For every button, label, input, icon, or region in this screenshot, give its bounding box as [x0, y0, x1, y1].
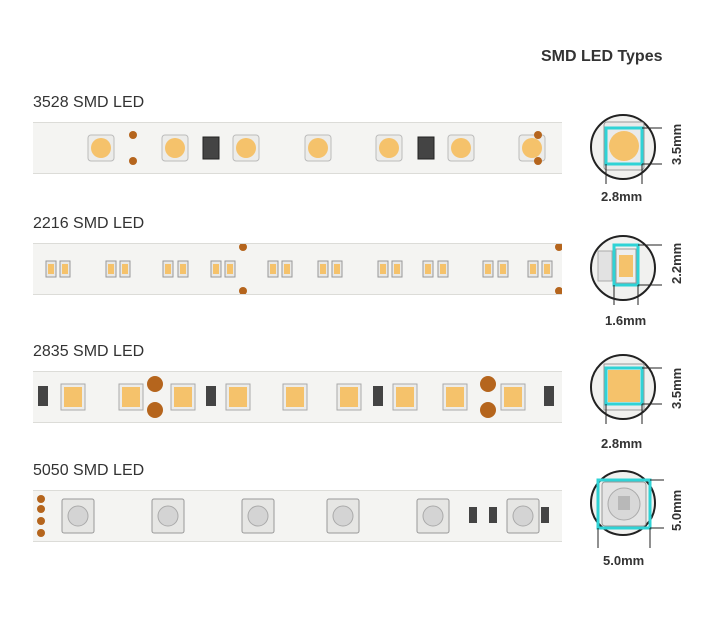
solder-pad — [480, 402, 496, 418]
led-chip — [64, 387, 82, 407]
led-chip — [332, 505, 354, 527]
led-chip — [229, 387, 247, 407]
led-detail-2835 — [590, 350, 690, 442]
dim-width-2216: 1.6mm — [605, 313, 647, 328]
dim-width-3528: 2.8mm — [601, 189, 643, 204]
led-chip — [522, 138, 542, 158]
resistor — [38, 386, 48, 406]
led-chip — [512, 505, 534, 527]
led-chip — [504, 387, 522, 407]
solder-pad — [129, 157, 137, 165]
led-chip — [122, 387, 140, 407]
led-chip — [236, 138, 256, 158]
led-chip — [180, 264, 186, 274]
dim-width-2835: 2.8mm — [601, 436, 643, 451]
resistor — [202, 136, 220, 160]
dim-height-2216: 2.2mm — [669, 242, 684, 284]
solder-pad — [534, 131, 542, 139]
led-chip — [227, 264, 233, 274]
led-chip — [213, 264, 219, 274]
led-chip — [286, 387, 304, 407]
led-chip — [91, 138, 111, 158]
dim-height-2835: 3.5mm — [669, 367, 684, 409]
row-label-3528: 3528 SMD LED — [33, 94, 145, 111]
led-chip — [485, 264, 491, 274]
led-chip — [500, 264, 506, 274]
resistor — [469, 507, 477, 523]
led-chip — [174, 387, 192, 407]
led-chip — [108, 264, 114, 274]
solder-pad — [129, 131, 137, 139]
dim-height-5050: 5.0mm — [669, 489, 684, 531]
led-chip — [67, 505, 89, 527]
row-label-2216: 2216 SMD LED — [33, 215, 145, 232]
led-detail-2216 — [590, 231, 690, 323]
led-chip — [446, 387, 464, 407]
led-chip — [270, 264, 276, 274]
solder-pad — [239, 287, 247, 294]
dim-width-5050: 5.0mm — [603, 553, 645, 568]
led-chip — [165, 138, 185, 158]
dim-height-3528: 3.5mm — [669, 123, 684, 165]
led-chip — [308, 138, 328, 158]
led-strip-2835 — [33, 371, 562, 423]
solder-pad — [534, 157, 542, 165]
led-chip — [284, 264, 290, 274]
solder-pad — [37, 517, 45, 525]
solder-pad — [239, 244, 247, 251]
row-label-5050: 5050 SMD LED — [33, 462, 145, 479]
led-chip — [422, 505, 444, 527]
solder-pad — [555, 244, 562, 251]
led-chip — [425, 264, 431, 274]
solder-pad — [480, 376, 496, 392]
led-chip — [165, 264, 171, 274]
solder-pad — [147, 376, 163, 392]
led-chip — [334, 264, 340, 274]
led-chip — [48, 264, 54, 274]
led-strip-5050 — [33, 490, 562, 542]
led-chip — [247, 505, 269, 527]
led-chip — [340, 387, 358, 407]
led-detail-5050 — [590, 466, 690, 558]
led-chip — [544, 264, 550, 274]
led-strip-2216 — [33, 243, 562, 295]
solder-pad — [37, 495, 45, 503]
led-chip — [320, 264, 326, 274]
led-chip — [440, 264, 446, 274]
solder-pad — [555, 287, 562, 294]
solder-pad — [37, 529, 45, 537]
resistor — [206, 386, 216, 406]
solder-pad — [37, 505, 45, 513]
led-chip — [396, 387, 414, 407]
led-detail-3528 — [590, 110, 690, 202]
led-chip — [380, 264, 386, 274]
resistor — [417, 136, 435, 160]
page-title: SMD LED Types — [541, 48, 663, 65]
led-chip — [122, 264, 128, 274]
resistor — [489, 507, 497, 523]
led-chip — [394, 264, 400, 274]
led-chip — [451, 138, 471, 158]
resistor — [544, 386, 554, 406]
resistor — [541, 507, 549, 523]
led-chip — [530, 264, 536, 274]
led-chip — [157, 505, 179, 527]
row-label-2835: 2835 SMD LED — [33, 343, 145, 360]
led-chip — [62, 264, 68, 274]
led-chip — [379, 138, 399, 158]
resistor — [373, 386, 383, 406]
led-strip-3528 — [33, 122, 562, 174]
solder-pad — [147, 402, 163, 418]
